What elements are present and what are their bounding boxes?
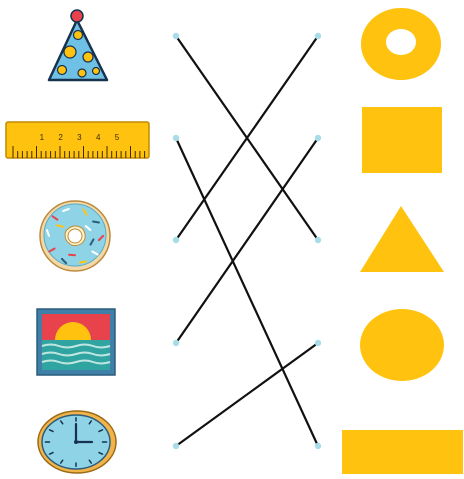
square-shape [362, 107, 442, 173]
right-dot-rectangle[interactable] [315, 443, 321, 449]
matching-lines [176, 36, 318, 446]
donut-icon [40, 201, 110, 271]
left-dot-clock[interactable] [173, 443, 179, 449]
right-dot-circle[interactable] [315, 340, 321, 346]
ruler-number: 2 [58, 133, 63, 142]
ring-shape [361, 8, 441, 80]
right-connection-dots [315, 33, 321, 449]
right-dot-ring[interactable] [315, 33, 321, 39]
match-line-clock-to-circle [176, 343, 318, 446]
match-line-picture-to-square [176, 138, 318, 343]
rectangle-shape [342, 430, 463, 474]
circle-shape [360, 309, 444, 381]
left-dot-ruler[interactable] [173, 135, 179, 141]
sunset-picture-icon [37, 309, 115, 375]
ruler-number: 4 [96, 133, 101, 142]
left-connection-dots [173, 33, 179, 449]
ruler-icon: 1 2 3 4 5 [6, 122, 149, 158]
left-dot-party-hat[interactable] [173, 33, 179, 39]
party-hat-icon [49, 10, 107, 80]
right-dot-triangle[interactable] [315, 237, 321, 243]
ruler-number: 1 [40, 133, 45, 142]
right-dot-square[interactable] [315, 135, 321, 141]
ruler-number: 3 [77, 133, 82, 142]
left-dot-donut[interactable] [173, 237, 179, 243]
clock-icon [38, 411, 116, 473]
triangle-shape [360, 206, 444, 272]
ruler-number: 5 [115, 133, 120, 142]
left-dot-picture[interactable] [173, 340, 179, 346]
match-line-ruler-to-rectangle [176, 138, 318, 446]
